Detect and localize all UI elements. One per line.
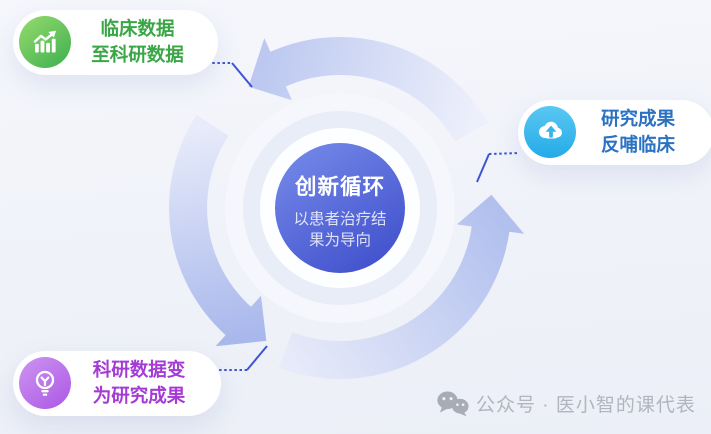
connector-right-solid — [476, 153, 490, 183]
center-label: 创新循环 以患者治疗结果为导向 — [268, 170, 412, 252]
cycle-arrow-right — [278, 194, 525, 379]
chart-increase-icon — [19, 16, 71, 69]
callout-label: 临床数据 至科研数据 — [71, 16, 212, 69]
callout-label: 科研数据变 为研究成果 — [71, 357, 215, 410]
callout-clinical-to-research: 临床数据 至科研数据 — [13, 10, 218, 75]
lightbulb-icon — [19, 357, 71, 410]
callout-data-to-results: 科研数据变 为研究成果 — [13, 351, 221, 416]
cycle-subtitle: 以患者治疗结果为导向 — [293, 211, 387, 250]
center-circle — [275, 143, 405, 273]
cycle-title: 创新循环 — [294, 175, 385, 199]
callout-label-line1: 科研数据变 — [92, 359, 186, 380]
connector-top-left-solid — [231, 62, 253, 88]
cloud-upload-icon — [524, 106, 576, 159]
connector-right-dash — [488, 152, 520, 155]
wechat-icon — [437, 391, 469, 417]
watermark: 公众号 · 医小智的课代表 — [436, 390, 696, 417]
callout-connectors — [197, 62, 520, 371]
callout-research-back-to-clinical: 研究成果 反哺临床 — [518, 100, 711, 165]
connector-bottom-left-solid — [246, 345, 268, 371]
callout-label-line2: 反哺临床 — [600, 134, 675, 156]
callout-label: 研究成果 反哺临床 — [576, 106, 708, 159]
cycle-arrow-bottom-left — [169, 114, 267, 347]
callout-label-line1: 研究成果 — [600, 108, 675, 129]
cycle-arrow-top — [248, 36, 489, 142]
cycle-arrows — [169, 36, 525, 379]
callout-label-line2: 为研究成果 — [92, 385, 186, 407]
callout-label-line1: 临床数据 — [100, 18, 175, 39]
callout-label-line2: 至科研数据 — [91, 44, 184, 66]
watermark-text: 公众号 · 医小智的课代表 — [476, 395, 696, 416]
